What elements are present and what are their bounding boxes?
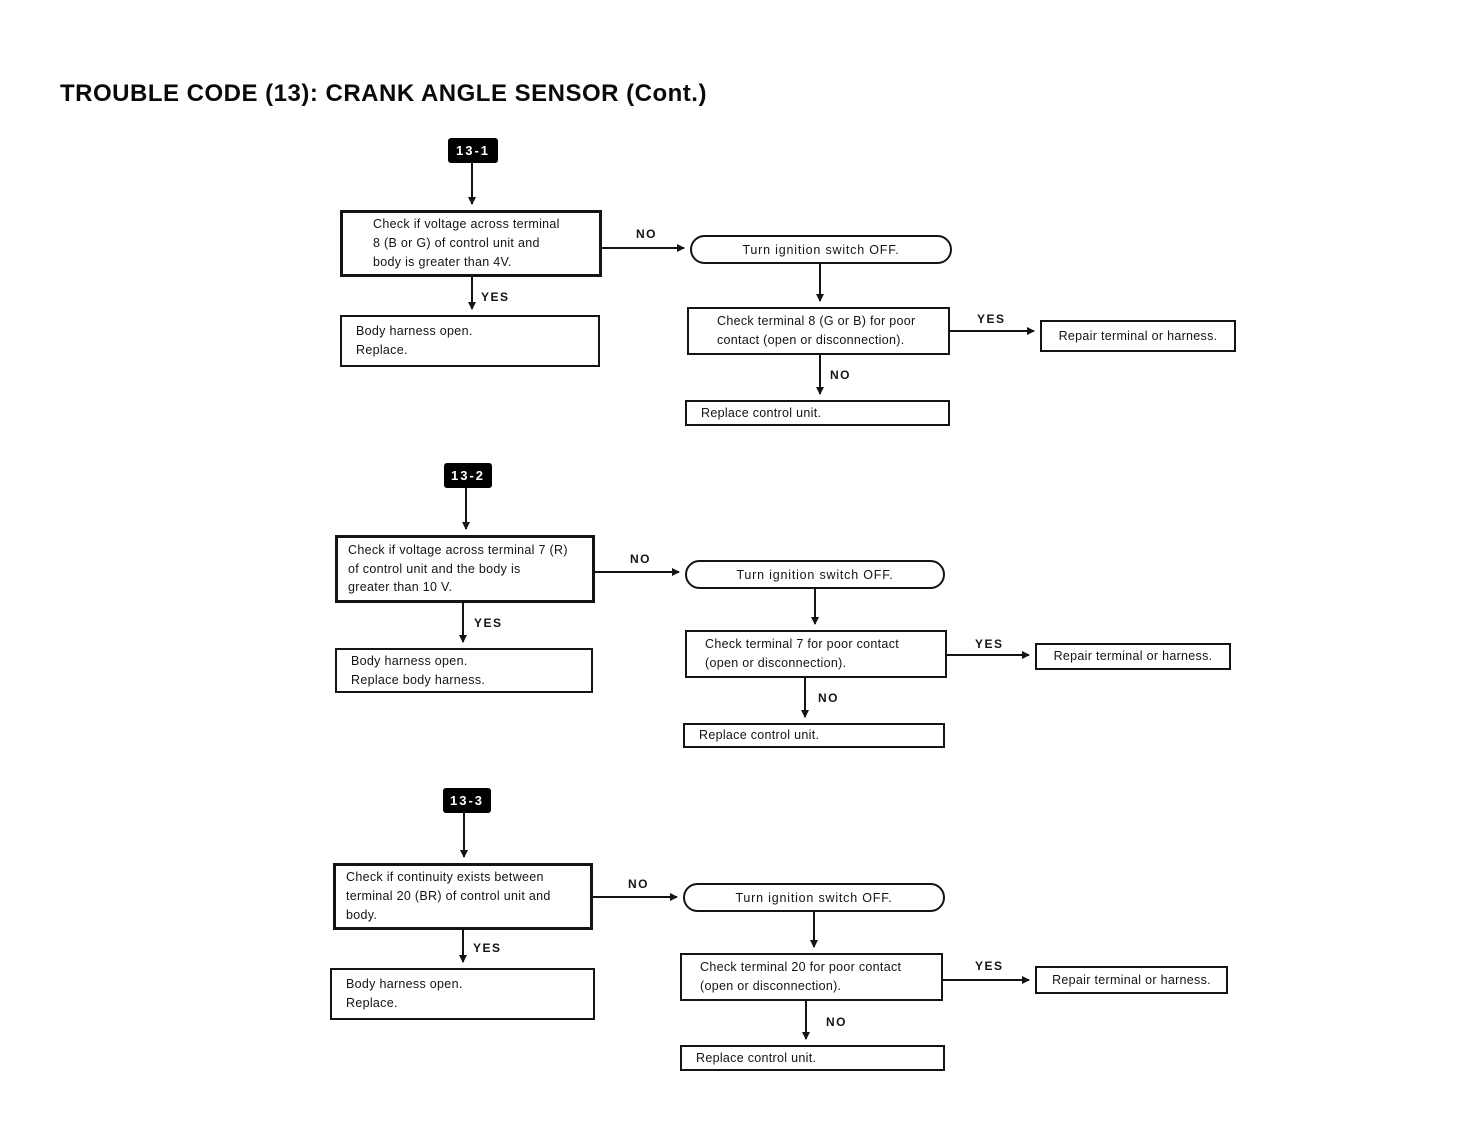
no-label: NO <box>630 552 651 566</box>
section-3-connectors <box>459 812 1030 1040</box>
repair-box-13-3: Repair terminal or harness. <box>1035 966 1228 994</box>
check-terminal-box-13-3: Check terminal 20 for poor contact (open… <box>680 953 943 1001</box>
code-chip-13-3: 13-3 <box>443 788 491 813</box>
yes-result-box-13-1: Body harness open. Replace. <box>340 315 600 367</box>
yes-result-box-13-3: Body harness open. Replace. <box>330 968 595 1020</box>
decision-box-13-1: Check if voltage across terminal 8 (B or… <box>340 210 602 277</box>
yes-label: YES <box>473 941 502 955</box>
yes-label: YES <box>977 312 1006 326</box>
yes-result-box-13-2: Body harness open. Replace body harness. <box>335 648 593 693</box>
no-label: NO <box>818 691 839 705</box>
replace-unit-box-13-3: Replace control unit. <box>680 1045 945 1071</box>
no-label: NO <box>628 877 649 891</box>
code-chip-13-1: 13-1 <box>448 138 498 163</box>
code-chip-13-2: 13-2 <box>444 463 492 488</box>
decision-box-13-3: Check if continuity exists between termi… <box>333 863 593 930</box>
turn-off-oval-13-2: Turn ignition switch OFF. <box>685 560 945 589</box>
replace-unit-box-13-1: Replace control unit. <box>685 400 950 426</box>
check-terminal-box-13-2: Check terminal 7 for poor contact (open … <box>685 630 947 678</box>
section-2-connectors <box>459 488 1030 718</box>
turn-off-oval-13-1: Turn ignition switch OFF. <box>690 235 952 264</box>
yes-label: YES <box>975 959 1004 973</box>
check-terminal-box-13-1: Check terminal 8 (G or B) for poor conta… <box>687 307 950 355</box>
replace-unit-box-13-2: Replace control unit. <box>683 723 945 748</box>
yes-label: YES <box>474 616 503 630</box>
repair-box-13-2: Repair terminal or harness. <box>1035 643 1231 670</box>
yes-label: YES <box>481 290 510 304</box>
no-label: NO <box>636 227 657 241</box>
repair-box-13-1: Repair terminal or harness. <box>1040 320 1236 352</box>
no-label: NO <box>830 368 851 382</box>
yes-label: YES <box>975 637 1004 651</box>
turn-off-oval-13-3: Turn ignition switch OFF. <box>683 883 945 912</box>
page-title: TROUBLE CODE (13): CRANK ANGLE SENSOR (C… <box>60 80 707 107</box>
decision-box-13-2: Check if voltage across terminal 7 (R) o… <box>335 535 595 603</box>
no-label: NO <box>826 1015 847 1029</box>
section-1-connectors <box>468 163 1035 395</box>
